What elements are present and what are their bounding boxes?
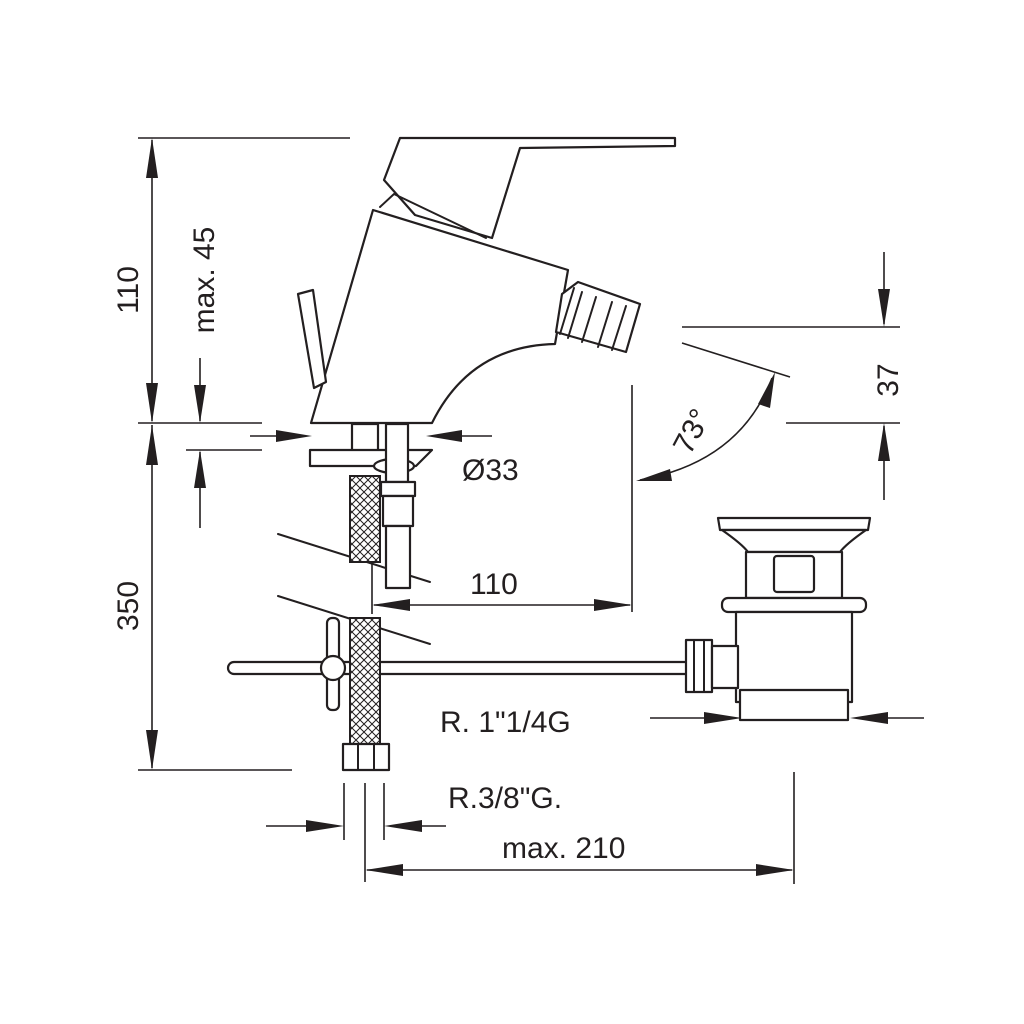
mixer-body — [296, 208, 570, 425]
dim-max-210: max. 210 — [502, 832, 625, 865]
popup-rod — [226, 616, 696, 712]
dim-diameter: Ø33 — [462, 454, 519, 487]
popup-waste — [684, 516, 872, 722]
dim-supply-thread: R.3/8"G. — [448, 782, 562, 815]
dim-waste-thread: R. 1"1/4G — [440, 706, 571, 739]
dim-spout-height: 37 — [872, 363, 905, 396]
dim-max-45: max. 45 — [188, 227, 221, 334]
lever-handle — [379, 136, 677, 240]
dim-below-deck: 350 — [112, 581, 145, 631]
dim-total-height: 110 — [112, 266, 145, 314]
fixing-stud — [308, 422, 434, 590]
dim-angle: 73° — [667, 404, 717, 460]
extension-lines — [138, 137, 900, 884]
dim-spout-reach: 110 — [470, 568, 518, 601]
flexible-hoses — [341, 422, 391, 772]
dimension-arrows — [146, 138, 924, 876]
spray-nozzle — [554, 280, 642, 354]
